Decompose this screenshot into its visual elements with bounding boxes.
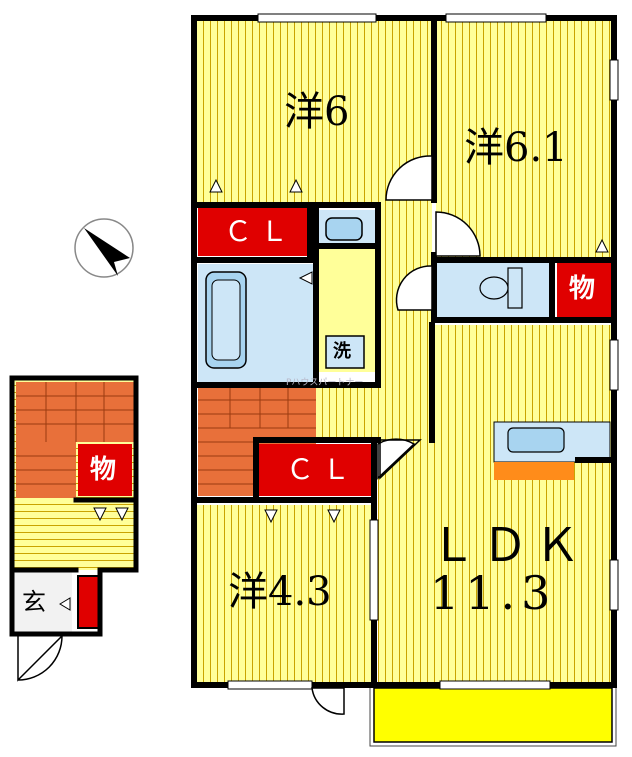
doors <box>311 155 481 715</box>
door-marks <box>209 178 609 524</box>
room-western-6-1 <box>436 20 612 260</box>
closet-label-2: ＣＬ <box>286 453 359 486</box>
room-label-western-6: 洋6 <box>284 89 350 135</box>
closet-1 <box>198 206 310 256</box>
entrance-closet <box>77 575 101 629</box>
laundry-label: 洗 <box>333 341 351 362</box>
room-label-western-4-3: 洋4.3 <box>228 569 332 615</box>
storage-1 <box>557 262 611 317</box>
room-label-ldk: ＬＤＫ <box>430 518 586 572</box>
closet-label-1: ＣＬ <box>224 215 297 248</box>
storage-label-2: 物 <box>90 455 117 485</box>
room-western-4-3 <box>196 505 371 683</box>
room-label-western-6-1: 洋6.1 <box>464 125 568 171</box>
entrance-door <box>17 634 63 682</box>
storage-2 <box>78 444 132 496</box>
windows <box>227 13 619 690</box>
room-ldk <box>378 325 612 683</box>
wash-basin <box>325 217 363 241</box>
entrance-floor <box>14 572 72 632</box>
laundry-box <box>325 335 365 369</box>
balcony <box>373 687 613 743</box>
room-label-ldk-size: 11.3 <box>430 566 557 620</box>
kitchen-sink <box>507 427 565 453</box>
lower-walls <box>9 375 139 637</box>
compass-icon <box>74 218 134 278</box>
watermark: Pハウスパートナー <box>286 378 364 388</box>
entrance-label: 玄 <box>22 588 46 616</box>
storage-label-1: 物 <box>569 274 596 304</box>
stairs-lower <box>16 382 134 498</box>
room-western-6 <box>196 20 432 205</box>
kitchen-counter-edge <box>494 462 574 480</box>
closet-2 <box>258 444 372 496</box>
toilet-fixture <box>479 267 523 309</box>
